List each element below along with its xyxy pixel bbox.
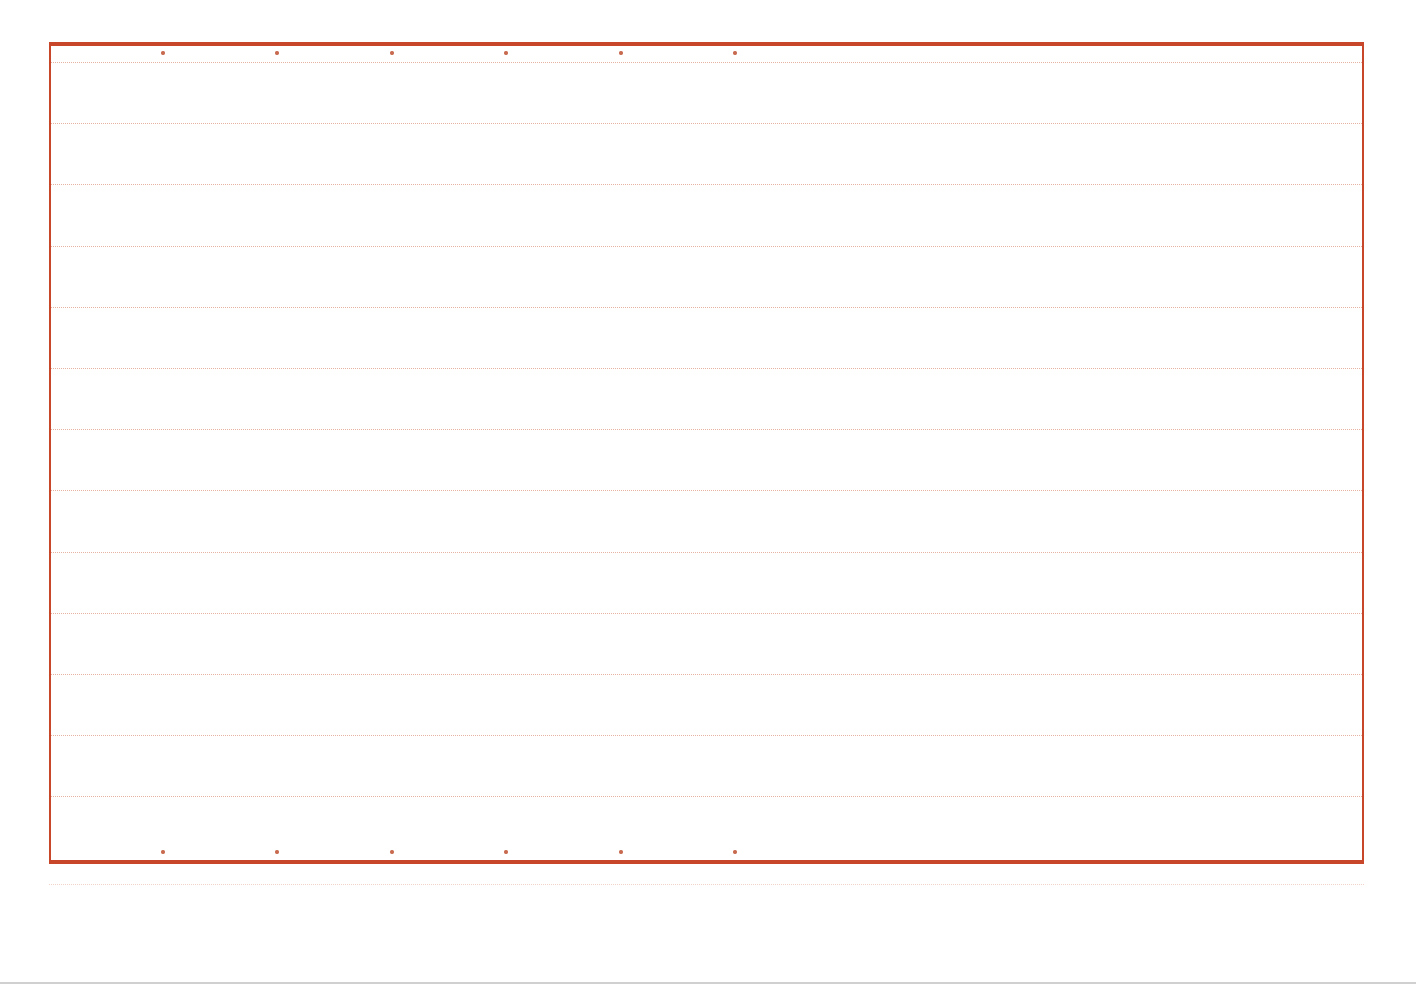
top-hole bbox=[389, 51, 394, 55]
ruled-line bbox=[51, 490, 1362, 492]
bottom-hole bbox=[618, 850, 623, 854]
ruled-line bbox=[51, 306, 1362, 308]
bottom-hole bbox=[389, 850, 394, 854]
ruled-line bbox=[51, 551, 1362, 553]
outside-rule-line bbox=[49, 884, 1364, 885]
ruled-line bbox=[51, 62, 1362, 63]
ruled-line bbox=[51, 429, 1362, 431]
ruled-line bbox=[51, 245, 1362, 247]
ruled-line bbox=[51, 368, 1362, 369]
top-hole bbox=[161, 51, 165, 55]
top-hole bbox=[618, 51, 623, 55]
top-hole bbox=[275, 51, 280, 55]
top-hole bbox=[733, 51, 737, 55]
bottom-hole bbox=[733, 850, 737, 854]
ruled-line bbox=[51, 184, 1362, 186]
ruled-line bbox=[51, 612, 1362, 614]
ruled-line bbox=[51, 674, 1362, 675]
ruled-line bbox=[51, 735, 1362, 737]
ruled-line bbox=[51, 796, 1362, 798]
bottom-hole bbox=[275, 850, 280, 854]
bottom-hole bbox=[504, 850, 509, 854]
ruled-sheet bbox=[49, 42, 1364, 864]
bottom-hole bbox=[161, 850, 165, 854]
bottom-edge bbox=[0, 982, 1416, 984]
ruled-line bbox=[51, 123, 1362, 125]
top-hole bbox=[504, 51, 509, 55]
